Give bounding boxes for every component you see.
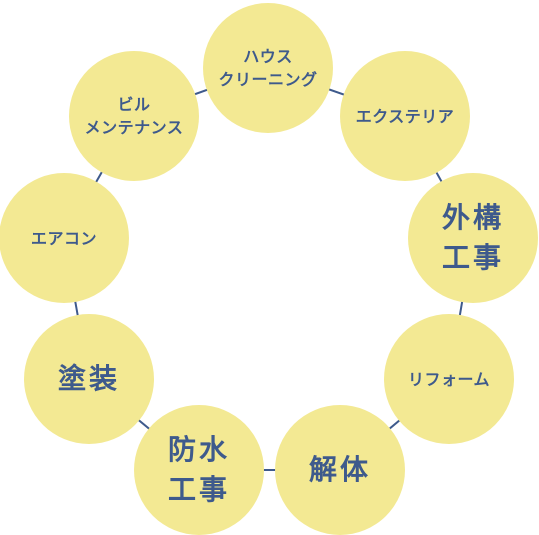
node-label-exterior-works: 外構 工事 [441,201,504,274]
node-label-aircon: エアコン [30,228,97,248]
node-reform: リフォーム [384,314,514,444]
node-label-reform: リフォーム [407,369,491,389]
node-house-cleaning: ハウス クリーニング [203,3,333,133]
node-label-building-maintenance: ビル メンテナンス [84,95,184,137]
node-waterproofing: 防水 工事 [134,405,264,535]
node-painting: 塗装 [24,314,154,444]
node-exterior-works: 外構 工事 [408,173,538,303]
node-label-waterproofing: 防水 工事 [167,433,230,506]
node-label-painting: 塗装 [57,362,120,395]
node-label-house-cleaning: ハウス クリーニング [218,47,318,89]
node-label-exterior: エクステリア [355,106,455,126]
node-label-demolition: 解体 [308,453,371,486]
node-aircon: エアコン [0,173,129,303]
node-building-maintenance: ビル メンテナンス [69,51,199,181]
node-exterior: エクステリア [340,51,470,181]
node-demolition: 解体 [275,405,405,535]
